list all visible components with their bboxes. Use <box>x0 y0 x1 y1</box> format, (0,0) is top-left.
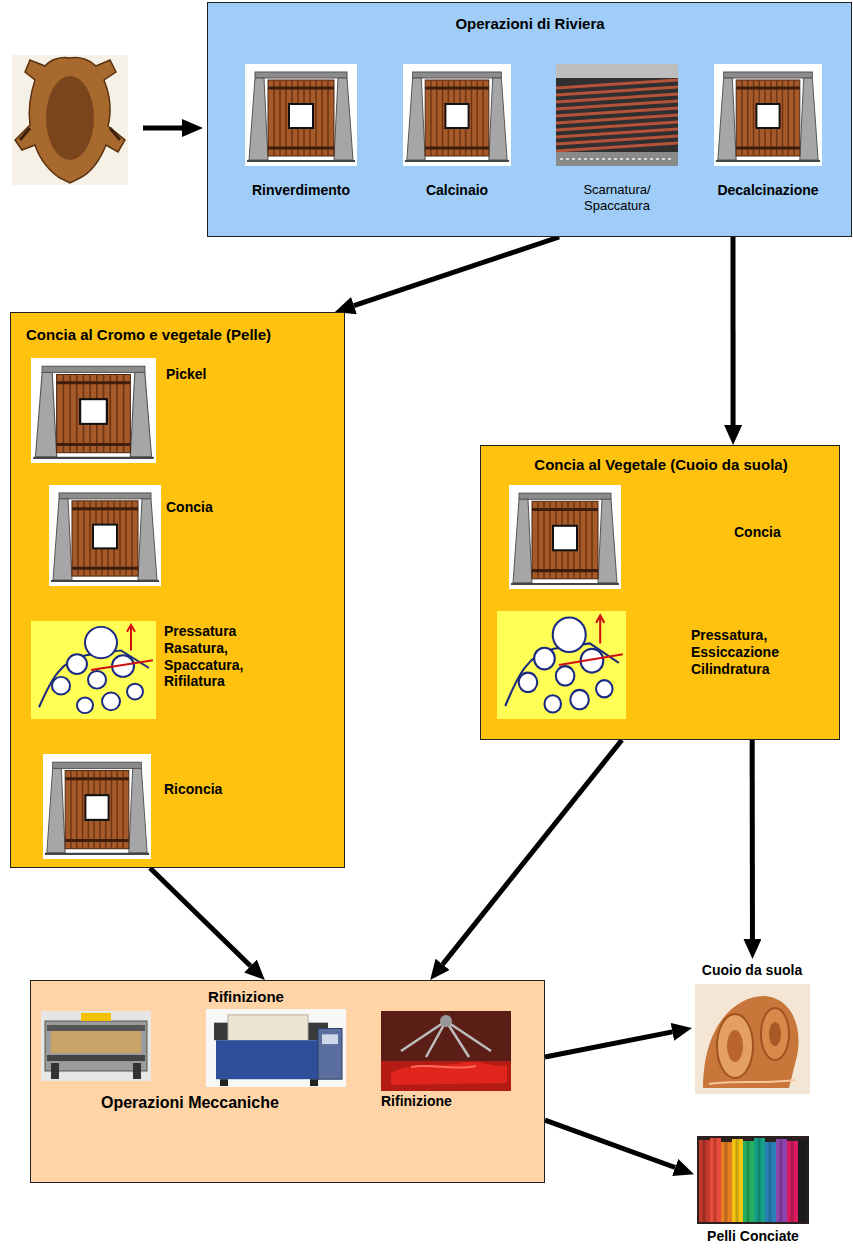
stage-title-slot: Operazioni di Riviera <box>455 15 604 33</box>
step-label: Concia <box>166 499 213 516</box>
process-illustration-figure <box>714 64 822 166</box>
stage-title-slot: Rifinizione <box>208 988 284 1006</box>
step-label-slot: Operazioni Meccaniche <box>101 1093 279 1112</box>
step-label-slot: Scarnatura/ Spaccatura <box>583 182 650 213</box>
step-label: Operazioni Meccaniche <box>101 1093 279 1112</box>
stage-title: Concia al Cromo e vegetale (Pelle) <box>26 326 271 344</box>
process-illustration <box>41 1011 151 1081</box>
step-label: Concia <box>734 524 781 541</box>
process-illustration <box>556 64 678 166</box>
step-label-slot: Pickel <box>166 366 206 383</box>
process-step: Cuoio da suola <box>692 959 813 1097</box>
step-label-slot: Pelli Conciate <box>707 1228 799 1245</box>
process-illustration-figure <box>509 485 621 589</box>
process-illustration <box>497 611 626 719</box>
process-illustration <box>714 64 822 166</box>
process-illustration-figure <box>31 621 156 719</box>
step-label: Calcinaio <box>426 182 488 199</box>
process-illustration-figure <box>41 1011 151 1081</box>
process-step: Concia <box>506 482 784 592</box>
process-step: Calcinaio <box>400 61 514 202</box>
hide-background <box>12 55 128 185</box>
step-label: Decalcinazione <box>717 182 818 199</box>
process-illustration-figure <box>695 984 810 1094</box>
process-illustration-figure <box>556 64 678 166</box>
step-label-slot: Riconcia <box>164 781 222 798</box>
process-illustration-figure <box>403 64 511 166</box>
process-step: Scarnatura/ Spaccatura <box>553 61 681 216</box>
process-step: Pressatura, Essiccazione Cilindratura <box>494 608 782 722</box>
process-illustration <box>49 485 161 586</box>
process-illustration-figure <box>497 611 626 719</box>
stage-title-slot: Concia al Cromo e vegetale (Pelle) <box>26 326 271 344</box>
step-label-slot: Pressatura, Essiccazione Cilindratura <box>691 627 779 677</box>
step-label: Riconcia <box>164 781 222 798</box>
process-illustration-figure <box>31 358 156 463</box>
process-illustration <box>381 1011 511 1091</box>
input-arrowhead <box>182 119 203 137</box>
process-step: Concia <box>46 482 216 589</box>
step-label-slot: Concia <box>734 524 781 541</box>
stage-title: Operazioni di Riviera <box>455 15 604 33</box>
stage-panel: RifinizioneOperazioni MeccanicheRifinizi… <box>30 980 545 1183</box>
input-arrow <box>143 126 183 131</box>
step-label: Scarnatura/ Spaccatura <box>583 182 650 213</box>
flow-arrow <box>150 868 250 966</box>
process-step: Pickel <box>28 355 209 466</box>
process-illustration <box>245 64 357 166</box>
step-label-slot: Calcinaio <box>426 182 488 199</box>
stage-title-slot: Concia al Vegetale (Cuoio da suola) <box>534 456 787 474</box>
process-illustration-figure <box>245 64 357 166</box>
step-label: Pressatura Rasatura, Spaccatura, Rifilat… <box>164 623 243 690</box>
stage-panel: Operazioni di RivieraRinverdimento Calcin… <box>207 2 852 237</box>
process-illustration-figure <box>381 1011 511 1091</box>
stage-title: Concia al Vegetale (Cuoio da suola) <box>534 456 787 474</box>
flow-arrow <box>354 237 559 306</box>
process-illustration-figure <box>43 754 151 859</box>
hide-spine <box>46 76 94 160</box>
process-illustration <box>509 485 621 589</box>
step-label: Pickel <box>166 366 206 383</box>
process-step: Pelli Conciate <box>694 1133 812 1248</box>
raw-hide-illustration <box>0 0 215 200</box>
machine-illustration-figure <box>206 1009 346 1087</box>
process-illustration <box>695 984 810 1094</box>
process-illustration <box>31 621 156 719</box>
raw-hide <box>15 57 125 183</box>
process-step: Pressatura Rasatura, Spaccatura, Rifilat… <box>28 618 246 722</box>
flow-arrow <box>730 237 735 425</box>
stage-panel: Concia al Cromo e vegetale (Pelle) Pickel… <box>10 312 345 868</box>
flow-arrow <box>545 1120 675 1167</box>
process-step: Rinverdimento <box>242 61 360 202</box>
process-illustration <box>697 1136 809 1224</box>
step-label-slot: Decalcinazione <box>717 182 818 199</box>
step-label-slot: Rifinizione <box>381 1093 452 1110</box>
process-step: Decalcinazione <box>711 61 825 202</box>
step-label: Cuoio da suola <box>702 962 802 979</box>
step-label: Rinverdimento <box>252 182 350 199</box>
flow-arrow <box>750 740 755 939</box>
machine-illustration <box>206 1009 346 1087</box>
step-label: Rifinizione <box>381 1093 452 1110</box>
process-illustration <box>31 358 156 463</box>
stage-panel: Concia al Vegetale (Cuoio da suola) Conci… <box>480 445 840 740</box>
step-label-slot: Rinverdimento <box>252 182 350 199</box>
hide-legs <box>20 128 120 140</box>
flow-arrow <box>545 1032 672 1057</box>
process-step: Rifinizione <box>378 1008 514 1113</box>
stage-title: Rifinizione <box>208 988 284 1006</box>
flow-arrow <box>443 740 622 964</box>
process-step: Riconcia <box>40 751 225 862</box>
process-illustration-figure <box>49 485 161 586</box>
process-illustration <box>43 754 151 859</box>
step-label-slot: Cuoio da suola <box>702 962 802 979</box>
process-step: Operazioni Meccaniche <box>38 1008 282 1115</box>
step-label: Pelli Conciate <box>707 1228 799 1245</box>
step-label-slot: Pressatura Rasatura, Spaccatura, Rifilat… <box>164 623 243 690</box>
step-label-slot: Concia <box>166 499 213 516</box>
process-illustration <box>403 64 511 166</box>
step-label: Pressatura, Essiccazione Cilindratura <box>691 627 779 677</box>
process-illustration-figure <box>697 1136 809 1224</box>
